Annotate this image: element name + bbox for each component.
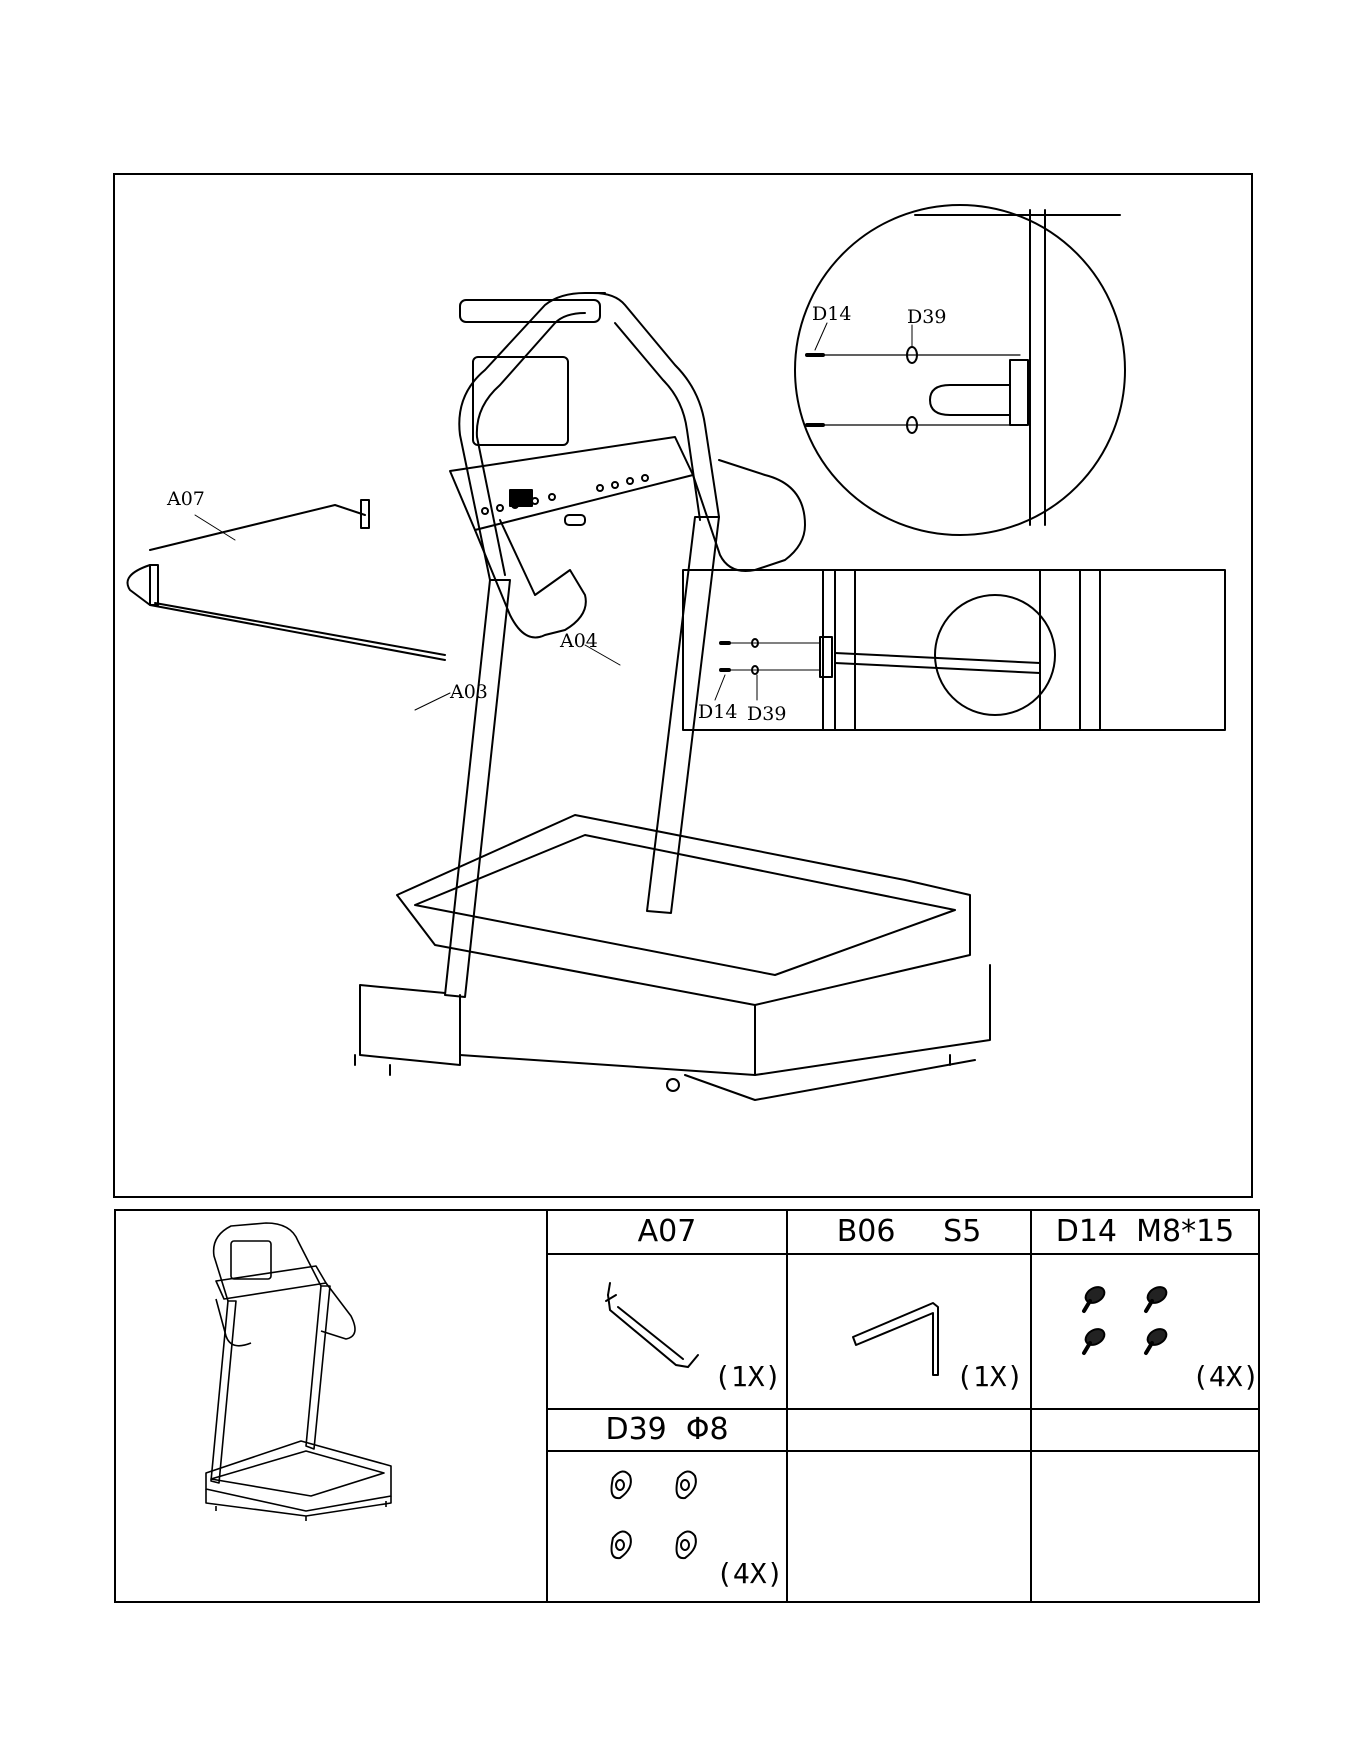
parts-table: A07 (1X) B06 S5 (1X) D14 M8*15 [114,1209,1260,1603]
part-b06-header: B06 S5 [788,1211,1030,1253]
part-a07-qty: (1X) [714,1363,781,1391]
part-d39-spec: Φ8 [686,1415,729,1445]
treadmill-deck [355,815,990,1100]
part-d39-code: D39 [605,1415,666,1445]
part-a07-code: A07 [638,1217,697,1247]
empty-cell [788,1410,1030,1601]
a04-label: A04 [560,632,598,651]
part-d39-cell: (4X) [548,1452,786,1601]
detail-circle-top [795,205,1125,535]
a07-leader [195,515,235,540]
part-a07-header: A07 [548,1211,786,1253]
assembly-diagram: A07 A04 A03 D14 D39 D14 D39 [113,173,1253,1198]
treadmill-thumbnail [116,1211,546,1601]
part-d14-header: D14 M8*15 [1032,1211,1258,1253]
part-d39-qty: (4X) [716,1560,783,1588]
part-d14-qty: (4X) [1192,1363,1259,1391]
empty-cell [1032,1410,1258,1601]
part-b06-qty: (1X) [956,1363,1023,1391]
d14-side-label: D14 [698,703,737,722]
part-d39-header: D39 Φ8 [548,1410,786,1450]
part-b06-code: B06 [837,1217,896,1247]
a07-handrail [128,500,446,660]
d39-side-label: D39 [747,705,786,724]
d39-detail-label: D39 [907,308,946,327]
side-handles [475,460,805,638]
a03-leader [415,693,450,710]
a07-label: A07 [167,490,205,509]
part-a07-cell: (1X) [548,1255,786,1408]
part-d14-cell: (4X) [1032,1255,1258,1408]
part-b06-spec: S5 [943,1217,981,1247]
part-d14-code: D14 [1056,1217,1117,1247]
a03-label: A03 [450,683,488,702]
part-d14-spec: M8*15 [1136,1217,1234,1247]
tablet-holder [473,357,568,445]
upper-handlebar [459,293,719,580]
d14-detail-label: D14 [812,305,851,324]
part-b06-cell: (1X) [788,1255,1030,1408]
treadmill-assembly-drawing [115,175,1255,1200]
